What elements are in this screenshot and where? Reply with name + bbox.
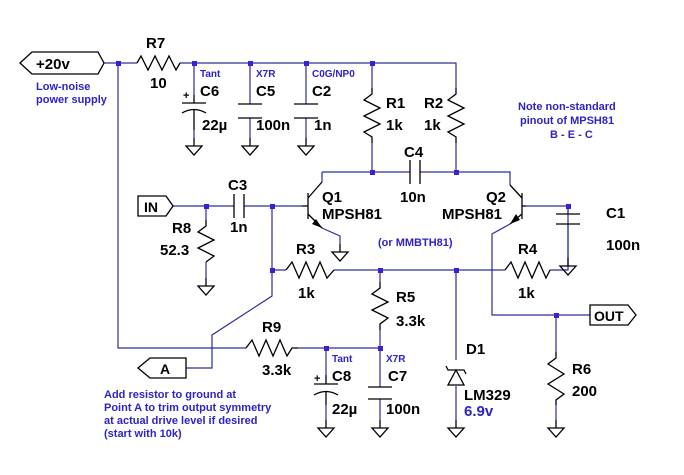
port-in-label: IN <box>144 199 158 215</box>
wires <box>104 62 590 420</box>
svg-text:C7: C7 <box>388 368 407 385</box>
note-trim: Add resistor to ground at Point A to tri… <box>104 389 272 440</box>
svg-text:C6: C6 <box>200 83 219 100</box>
svg-text:1k: 1k <box>424 117 441 134</box>
svg-text:Q2: Q2 <box>486 189 506 206</box>
svg-text:Tant: Tant <box>200 69 221 80</box>
svg-text:Point A to trim output symmetr: Point A to trim output symmetry <box>104 402 272 414</box>
port-vin: +20v <box>19 51 105 75</box>
svg-text:C2: C2 <box>312 83 331 100</box>
svg-text:R3: R3 <box>296 241 315 258</box>
capacitor-c3: C3 1n <box>228 177 248 236</box>
svg-text:1n: 1n <box>230 219 248 236</box>
svg-text:200: 200 <box>572 383 597 400</box>
svg-text:Note non-standard: Note non-standard <box>518 101 616 113</box>
svg-text:C0G/NP0: C0G/NP0 <box>312 69 355 80</box>
svg-text:Add resistor to ground at: Add resistor to ground at <box>104 389 236 401</box>
capacitor-c6: + Tant C6 22µ <box>181 69 227 134</box>
resistor-r6: R6 200 <box>546 352 597 405</box>
resistor-r9: R9 3.3k <box>245 319 298 379</box>
capacitor-c5: X7R C5 100n <box>238 69 290 134</box>
svg-text:+: + <box>183 90 189 102</box>
svg-text:Low-noise: Low-noise <box>36 81 90 93</box>
svg-text:6.9v: 6.9v <box>464 403 494 420</box>
note-alt-part: (or MMBTH81) <box>378 237 453 249</box>
svg-text:(start with 10k): (start with 10k) <box>104 428 182 440</box>
svg-text:52.3: 52.3 <box>160 242 189 259</box>
svg-text:X7R: X7R <box>256 69 276 80</box>
transistor-q2: Q2 MPSH81 <box>442 184 526 225</box>
port-a: A <box>136 357 187 379</box>
svg-text:LM329: LM329 <box>464 387 511 404</box>
svg-text:1n: 1n <box>314 117 332 134</box>
port-out: OUT <box>589 304 637 326</box>
resistor-r7: R7 10 <box>136 35 181 92</box>
resistor-r4: R4 1k <box>504 241 551 302</box>
junction-dots <box>116 61 571 351</box>
svg-text:R9: R9 <box>262 319 281 336</box>
resistor-r1: R1 1k <box>362 88 405 143</box>
svg-text:R5: R5 <box>396 289 415 306</box>
svg-text:3.3k: 3.3k <box>262 362 292 379</box>
resistor-r2: R2 1k <box>424 88 466 143</box>
resistor-r3: R3 1k <box>285 241 335 302</box>
svg-text:R2: R2 <box>424 95 443 112</box>
svg-text:1k: 1k <box>386 117 403 134</box>
svg-text:1k: 1k <box>518 285 535 302</box>
capacitor-c8: + Tant C8 22µ <box>313 354 357 418</box>
port-vin-label: +20v <box>36 56 70 73</box>
svg-text:power supply: power supply <box>36 94 108 106</box>
svg-text:100n: 100n <box>256 117 290 134</box>
svg-text:Q1: Q1 <box>322 189 342 206</box>
svg-text:C5: C5 <box>256 83 275 100</box>
svg-text:22µ: 22µ <box>332 401 357 418</box>
capacitor-c4: C4 10n <box>400 144 426 206</box>
svg-text:R7: R7 <box>146 35 165 52</box>
svg-text:R4: R4 <box>518 241 538 258</box>
svg-text:10n: 10n <box>400 189 426 206</box>
svg-text:R8: R8 <box>172 220 191 237</box>
svg-text:C1: C1 <box>606 205 625 222</box>
capacitor-c7: X7R C7 100n <box>368 354 420 418</box>
svg-text:MPSH81: MPSH81 <box>322 206 382 223</box>
transistor-q1: Q1 MPSH81 <box>302 181 382 229</box>
svg-text:1k: 1k <box>298 285 315 302</box>
svg-text:3.3k: 3.3k <box>396 313 426 330</box>
svg-text:+: + <box>314 373 320 385</box>
svg-text:MPSH81: MPSH81 <box>442 206 502 223</box>
svg-text:at actual drive level if desir: at actual drive level if desired <box>104 415 257 427</box>
svg-text:D1: D1 <box>466 341 485 358</box>
resistor-r8: R8 52.3 <box>160 220 216 263</box>
svg-text:Tant: Tant <box>332 354 353 365</box>
note-pinout: Note non-standard pinout of MPSH81 B - E… <box>518 101 616 141</box>
svg-text:B - E - C: B - E - C <box>550 129 593 141</box>
svg-text:100n: 100n <box>606 237 640 254</box>
note-supply: Low-noise power supply <box>36 81 108 106</box>
port-out-label: OUT <box>594 308 624 324</box>
svg-text:pinout of MPSH81: pinout of MPSH81 <box>520 115 614 127</box>
svg-text:C8: C8 <box>332 368 351 385</box>
svg-text:22µ: 22µ <box>202 117 227 134</box>
svg-text:C4: C4 <box>404 144 424 161</box>
capacitor-c2: C0G/NP0 C2 1n <box>294 69 355 134</box>
svg-text:R1: R1 <box>386 95 405 112</box>
resistor-r5: R5 3.3k <box>370 282 426 330</box>
svg-text:C3: C3 <box>228 177 247 194</box>
svg-text:10: 10 <box>150 75 167 92</box>
svg-text:R6: R6 <box>572 361 591 378</box>
svg-text:X7R: X7R <box>386 354 406 365</box>
svg-text:100n: 100n <box>386 401 420 418</box>
capacitor-c1: C1 100n <box>556 205 640 254</box>
port-a-label: A <box>160 361 170 377</box>
port-in: IN <box>137 195 174 217</box>
zener-d1: D1 LM329 6.9v <box>445 341 511 420</box>
